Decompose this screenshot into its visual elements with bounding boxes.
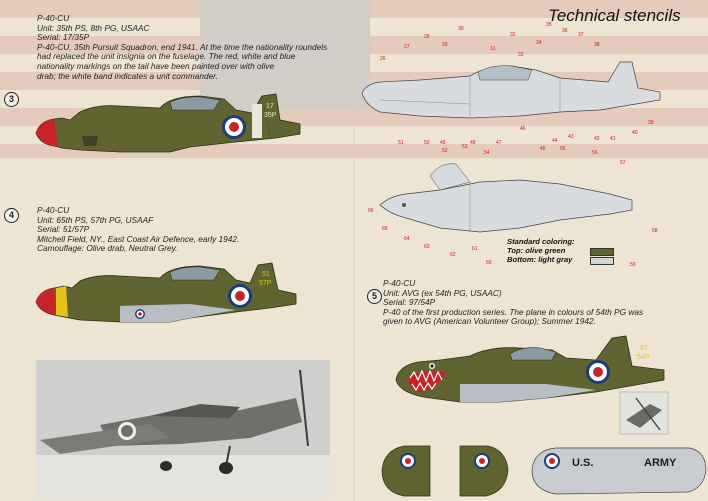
stencil-number: 41 <box>610 136 616 142</box>
caption-line: P-40 of the first production series. The… <box>383 306 644 317</box>
stencil-number: 50 <box>424 140 430 146</box>
coloring-legend: Standard coloring: Top: olive green Bott… <box>507 237 575 265</box>
stencil-number: 44 <box>552 138 558 144</box>
stencil-number: 56 <box>592 150 598 156</box>
tail-code-line: 54P <box>637 354 650 361</box>
inset-photo <box>619 391 669 435</box>
profile-5-caption: P-40-CU Unit: AVG (ex 54th PG, USAAC) Se… <box>383 278 644 327</box>
stencil-number: 55 <box>560 146 566 152</box>
stencil-number: 38 <box>594 42 600 48</box>
stencil-number: 48 <box>470 140 476 146</box>
caption-line: Unit: AVG (ex 54th PG, USAAC) <box>383 287 502 298</box>
wing-lettering-us: U.S. <box>572 457 593 469</box>
legend-bottom: Bottom: light gray <box>507 255 573 265</box>
stencil-number: 42 <box>594 136 600 142</box>
stencil-number: 32 <box>510 32 516 38</box>
stencil-number: 49 <box>440 140 446 146</box>
caption-line: drab; the white band indicates a unit co… <box>37 70 218 81</box>
stencil-number: 36 <box>562 28 568 34</box>
stencil-number: 52 <box>442 148 448 154</box>
legend-top: Top: olive green <box>507 246 566 256</box>
legend-heading: Standard coloring: <box>507 237 575 246</box>
stencil-number: 37 <box>578 32 584 38</box>
stencil-number: 27 <box>404 44 410 50</box>
profile-3-caption: P-40-CU Unit: 35th PS, 8th PG, USAAC Ser… <box>37 13 328 81</box>
stencil-number: 54 <box>484 150 490 156</box>
wing-underside: U.S. ARMY <box>531 447 707 495</box>
stencil-profile-top <box>361 61 661 119</box>
stencil-number: 51 <box>398 140 404 146</box>
profile-4-caption: P-40-CU Unit: 65th PS, 57th PG, USAAF Se… <box>37 205 240 254</box>
stencil-number: 43 <box>568 134 574 140</box>
caption-line: P-40-CU, 35th Pursuit Squadron, end 1941… <box>37 41 328 52</box>
stencil-number: 61 <box>472 246 478 252</box>
stencil-number: 34 <box>536 40 542 46</box>
tail-code-line: 35P <box>264 112 277 119</box>
aircraft-profile-3: 17 35P <box>35 93 301 153</box>
stencil-number: 28 <box>424 34 430 40</box>
stencil-number: 46 <box>520 126 526 132</box>
caption-line: Unit: 65th PS, 57th PG, USAAF <box>37 214 154 225</box>
stencil-number: 33 <box>518 52 524 58</box>
stencil-profile-bottom <box>379 163 633 233</box>
profile-number-4: 4 <box>4 208 19 223</box>
stencil-number: 30 <box>458 26 464 32</box>
caption-line: Camouflage: Olive drab, Neutral Grey. <box>37 243 178 254</box>
caption-line: had replaced the unit insignia on the fu… <box>37 51 296 62</box>
stencil-number: 63 <box>424 244 430 250</box>
stencil-number: 57 <box>620 160 626 166</box>
stencil-number: 65 <box>382 226 388 232</box>
caption-line: P-40-CU <box>37 205 70 215</box>
stencil-number: 58 <box>652 228 658 234</box>
stencil-number: 29 <box>442 42 448 48</box>
period-photograph <box>36 360 330 500</box>
stencil-number: 35 <box>546 22 552 28</box>
stencil-number: 60 <box>486 260 492 266</box>
stencil-number: 53 <box>462 144 468 150</box>
caption-line: Mitchell Field, NY., East Coast Air Defe… <box>37 233 240 244</box>
stencil-number: 62 <box>450 252 456 258</box>
caption-line: P-40-CU <box>37 13 70 23</box>
tail-code-line: 51 <box>262 271 270 278</box>
stencil-number: 66 <box>368 208 374 214</box>
olive-green-swatch <box>590 248 614 256</box>
tail-code-line: 97 <box>640 345 648 352</box>
tail-code-line: 57P <box>259 280 272 287</box>
stencil-number: 39 <box>648 120 654 126</box>
caption-line: given to AVG (American Volunteer Group);… <box>383 316 596 327</box>
stencil-number: 45 <box>540 146 546 152</box>
tail-code-line: 17 <box>266 103 274 110</box>
stencil-number: 31 <box>490 46 496 52</box>
light-gray-swatch <box>590 257 614 265</box>
stencil-callouts: 26 27 28 29 30 31 32 33 34 35 36 37 38 3… <box>368 22 658 268</box>
stencil-number: 64 <box>404 236 410 242</box>
stencil-number: 59 <box>630 262 636 268</box>
caption-line: Serial: 17/35P <box>37 32 90 43</box>
caption-line: Unit: 35th PS, 8th PG, USAAC <box>37 22 150 33</box>
profile-number-5: 5 <box>367 289 382 304</box>
wing-lettering-army: ARMY <box>644 457 677 469</box>
caption-line: Serial: 97/54P <box>383 297 436 308</box>
stencil-number: 47 <box>496 140 502 146</box>
wing-right <box>459 445 509 497</box>
stencil-number: 40 <box>632 130 638 136</box>
caption-line: P-40-CU <box>383 278 416 288</box>
caption-line: nationality markings on the tail have be… <box>37 60 275 71</box>
wing-left <box>381 445 431 497</box>
page-title: Technical stencils <box>548 6 681 25</box>
caption-line: Serial: 51/57P <box>37 224 90 235</box>
profile-number-3: 3 <box>4 92 19 107</box>
stencil-number: 26 <box>380 56 386 62</box>
aircraft-profile-5: 97 54P <box>395 335 665 403</box>
aircraft-profile-4: 51 57P <box>35 262 297 323</box>
